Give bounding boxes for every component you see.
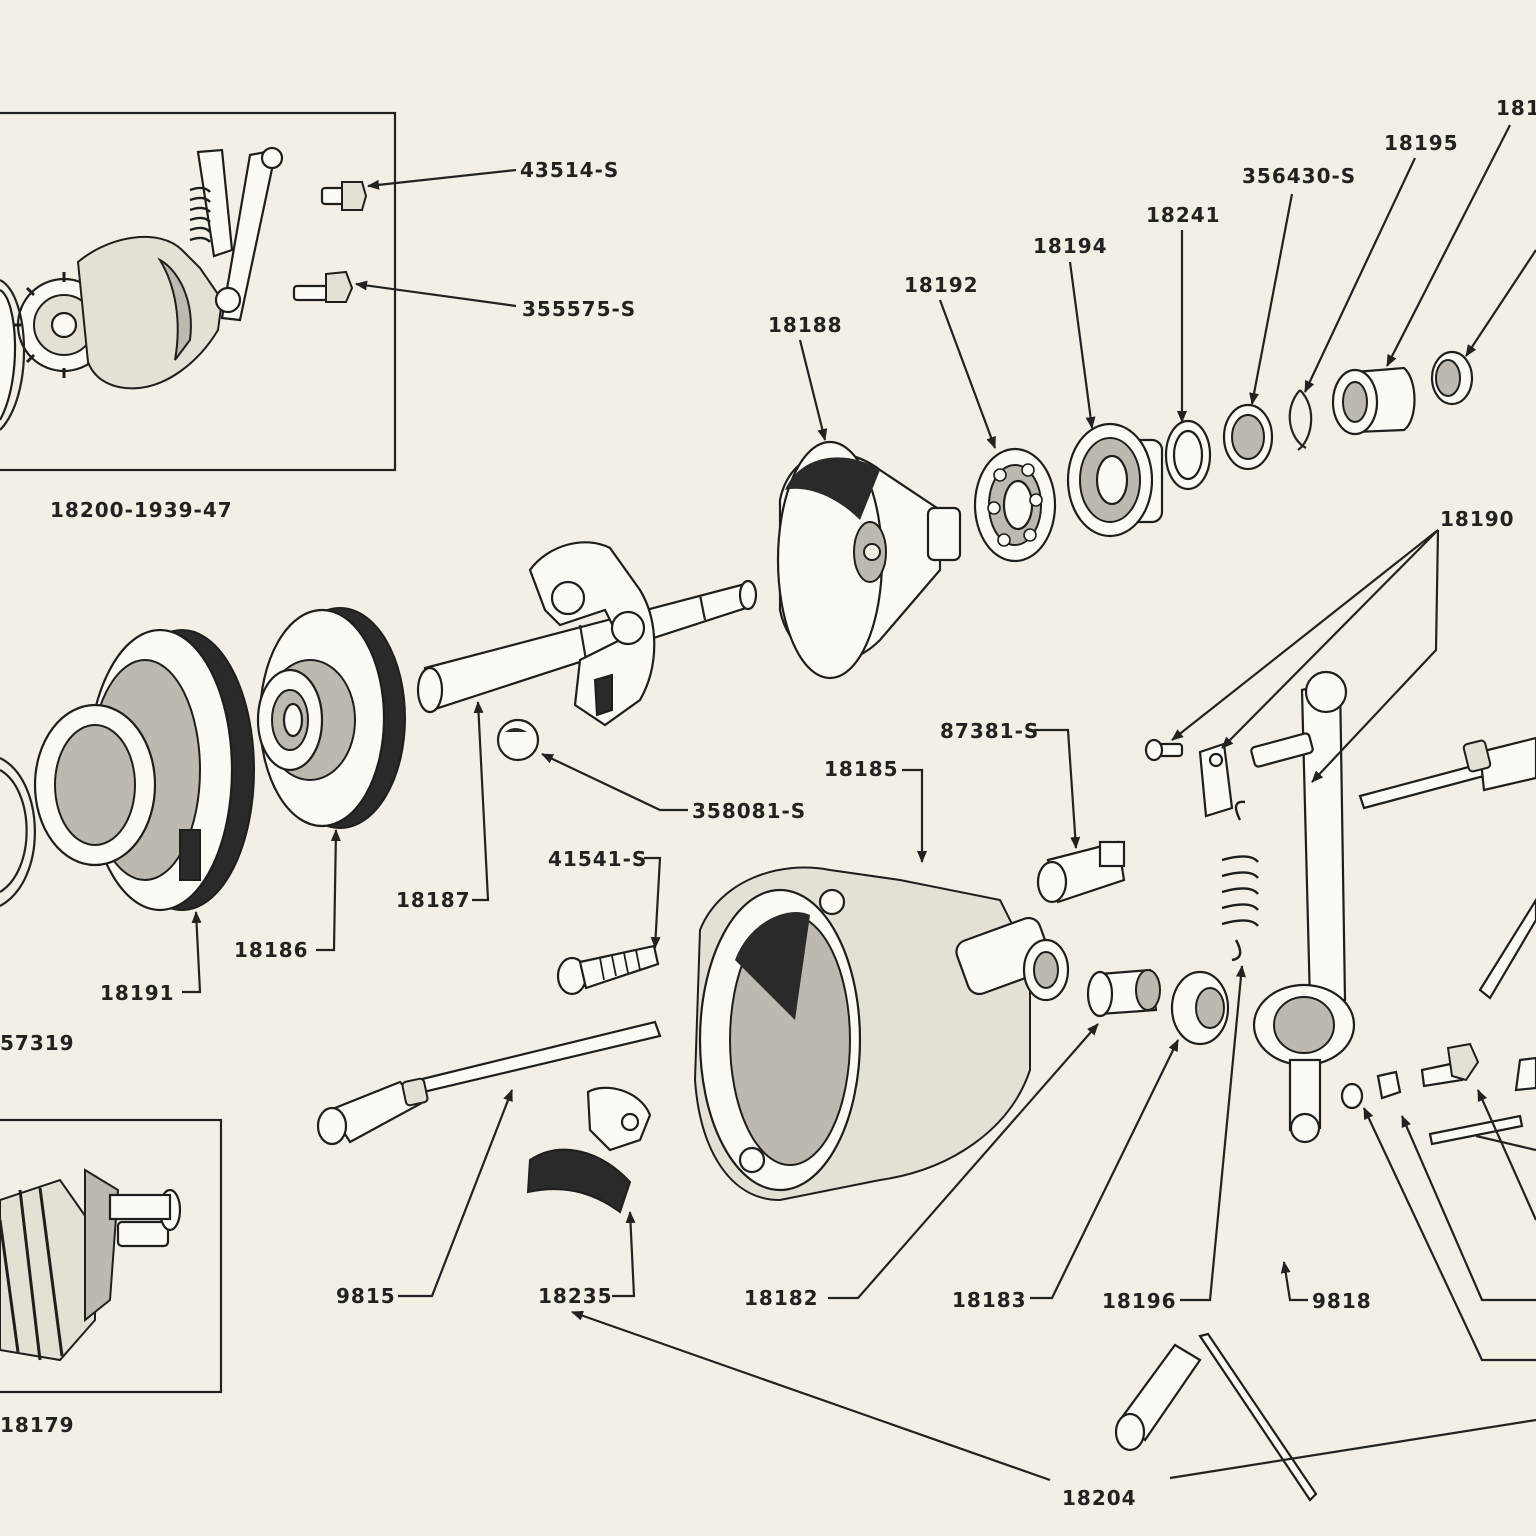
label-18204: 18204: [1062, 1486, 1137, 1510]
part-87381-s-block: [1036, 840, 1126, 904]
governor-lever: [196, 148, 234, 258]
label-18186: 18186: [234, 938, 309, 962]
part-washer-18196: [1170, 970, 1230, 1046]
label-18200-1939-47: 18200-1939-47: [50, 498, 233, 522]
part-18185-housing: [693, 866, 1070, 1202]
part-18192-ball-bearing: [973, 447, 1057, 563]
part-18195-clip: [1288, 389, 1313, 451]
part-right-rod: [1358, 736, 1536, 810]
inset-governor-assembly: [0, 111, 517, 472]
part-flyweight-plate: [528, 541, 656, 727]
label-18182: 18182: [744, 1286, 819, 1310]
part-9818-rod: [1114, 1332, 1318, 1502]
part-18235-fork: [526, 1086, 652, 1214]
label-18185: 18185: [824, 757, 899, 781]
part-labels: 43514-S 355575-S 18200-1939-47 18188 181…: [0, 96, 1536, 1510]
label-356430-s: 356430-S: [1242, 164, 1356, 188]
governor-spring: [189, 186, 211, 243]
label-57319-partial: 57319: [0, 1031, 75, 1055]
leader-lines: [182, 124, 1536, 1482]
part-18188-cup: [776, 440, 962, 680]
part-18191-pulley: [33, 628, 255, 912]
part-9815-rod: [316, 1020, 662, 1146]
label-43514-s: 43514-S: [520, 158, 619, 182]
label-18183: 18183: [952, 1288, 1027, 1312]
label-181-partial: 181: [1496, 96, 1536, 120]
label-355575-s: 355575-S: [522, 297, 636, 321]
label-18188: 18188: [768, 313, 843, 337]
label-18179: 18179: [0, 1413, 75, 1437]
label-18241: 18241: [1146, 203, 1221, 227]
part-181-bushing: [1331, 366, 1416, 436]
screw-43514-s: [320, 181, 368, 211]
part-18186-pulley-bearing: [256, 607, 406, 829]
label-18190: 18190: [1440, 507, 1515, 531]
label-87381-s: 87381-S: [940, 719, 1039, 743]
screw-355575-s: [292, 270, 354, 303]
part-41541-s-screw: [556, 944, 660, 996]
part-small-bolt-nut: [1340, 897, 1536, 1146]
label-18191: 18191: [100, 981, 175, 1005]
part-18196-spring: [1221, 800, 1259, 962]
part-small-pin: [1144, 738, 1184, 762]
label-18235: 18235: [538, 1284, 613, 1308]
part-358081-s-ball: [496, 718, 540, 762]
label-18194: 18194: [1033, 234, 1108, 258]
label-9818: 9818: [1312, 1289, 1372, 1313]
part-18190-lever: [1250, 670, 1356, 1144]
label-41541-s: 41541-S: [548, 847, 647, 871]
label-9815: 9815: [336, 1284, 396, 1308]
label-18195: 18195: [1384, 131, 1459, 155]
governor-housing: [76, 235, 224, 390]
part-18194-flanged-bearing: [1066, 422, 1164, 538]
label-18192: 18192: [904, 273, 979, 297]
part-18183-bushing: [1086, 968, 1161, 1018]
part-cap: [1430, 350, 1474, 406]
part-356430-s-washer: [1222, 403, 1274, 471]
part-18241-ring: [1164, 419, 1212, 491]
part-ring-left: [0, 757, 36, 907]
part-small-link: [1198, 742, 1234, 818]
label-18196: 18196: [1102, 1289, 1177, 1313]
inset-drive-gear: [0, 1118, 223, 1394]
label-358081-s: 358081-S: [692, 799, 806, 823]
label-18187: 18187: [396, 888, 471, 912]
